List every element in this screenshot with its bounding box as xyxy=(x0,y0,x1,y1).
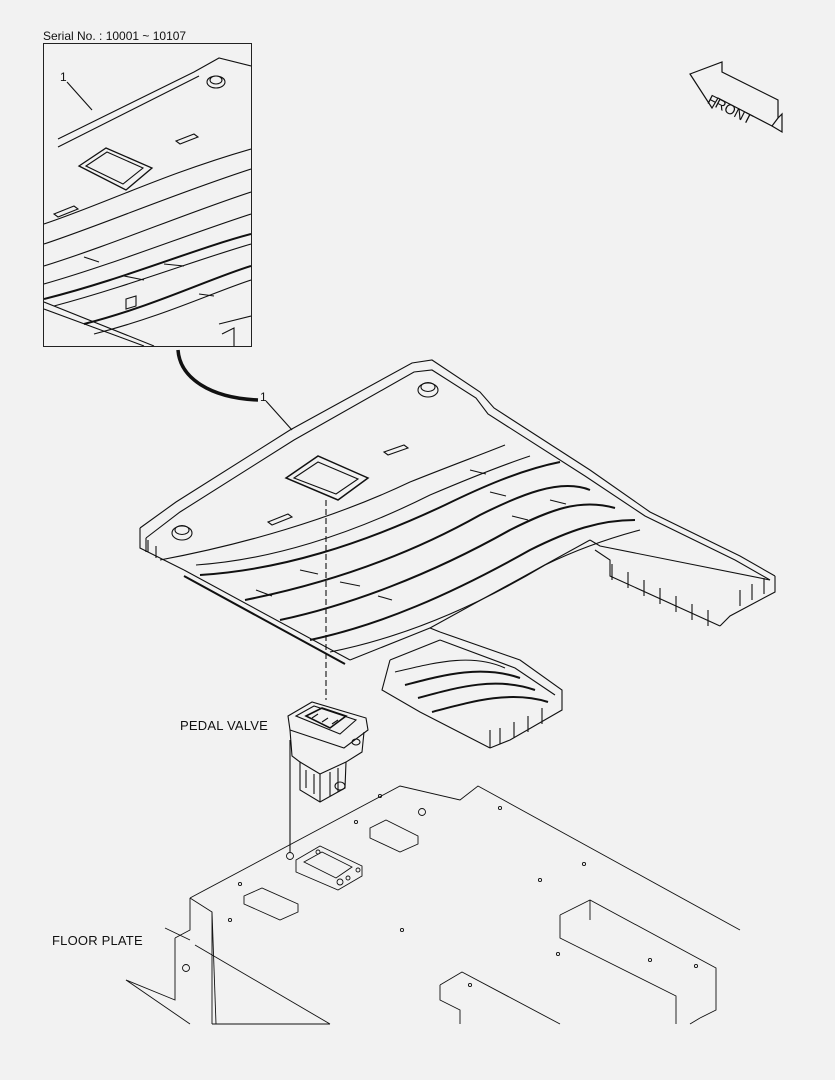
inset-floor-mat-drawing xyxy=(44,57,251,346)
inset-callout-leader xyxy=(66,81,93,111)
main-callout-leader xyxy=(265,400,293,431)
floor-plate xyxy=(125,785,741,1025)
front-arrow-icon xyxy=(689,61,783,134)
main-callout-number: 1 xyxy=(260,390,267,404)
floor-mat xyxy=(139,359,776,749)
inset-connector-arrow xyxy=(176,349,259,402)
pedal-valve xyxy=(287,701,369,803)
serial-number-label: Serial No. : 10001 ~ 10107 xyxy=(43,29,187,43)
floor-plate-label: FLOOR PLATE xyxy=(52,933,143,948)
pedal-valve-label: PEDAL VALVE xyxy=(180,718,268,733)
inset-callout-number: 1 xyxy=(60,70,67,84)
